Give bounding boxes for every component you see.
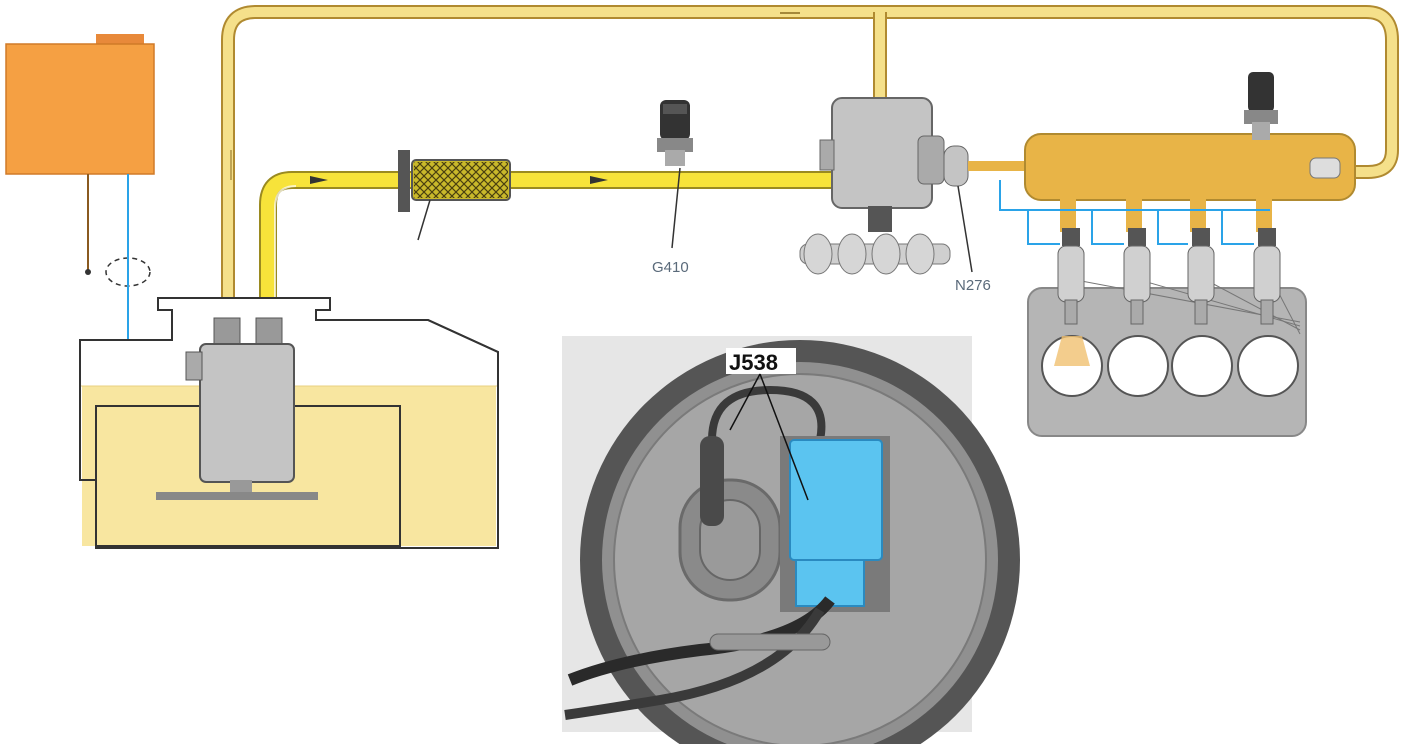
return-line	[221, 5, 1399, 318]
camshaft	[799, 233, 951, 275]
fuel-filter-icon	[398, 150, 511, 241]
pressure-sensor-icon	[657, 100, 693, 249]
inset-photo	[562, 336, 1020, 744]
supply-line	[259, 171, 840, 318]
injector-wiring	[999, 180, 1270, 245]
fuel-rail-icon	[1024, 72, 1356, 232]
high-pressure-pump-icon	[799, 97, 973, 275]
g410-label: G410	[652, 259, 689, 276]
module-j538-icon	[780, 436, 890, 612]
engine-block	[1027, 279, 1307, 437]
ecu-box-icon	[5, 34, 155, 287]
n276-label: N276	[955, 277, 991, 294]
injector-icon	[1057, 228, 1281, 325]
fuel-pump	[156, 317, 318, 500]
j538-label: J538	[729, 350, 778, 375]
